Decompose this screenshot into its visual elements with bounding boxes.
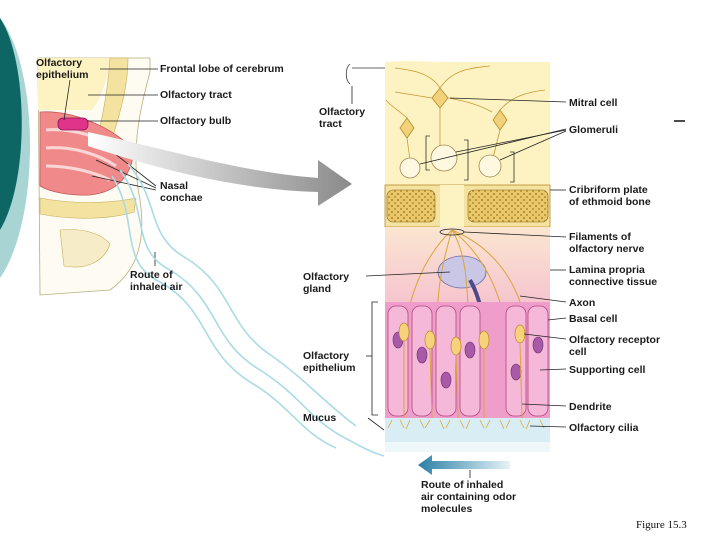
leader-conchae-2 (95, 159, 157, 189)
glomeruli-brackets (425, 135, 515, 183)
figure-caption: Figure 15.3 (636, 519, 687, 531)
cell-nuclei (392, 331, 544, 389)
leader-conchae-3 (91, 175, 157, 191)
mucus-layer (385, 418, 550, 442)
label-frontal-lobe: Frontal lobe of cerebrum (160, 63, 284, 75)
olfactory-bulb-shape (57, 117, 89, 131)
teal-bar-dark (0, 18, 22, 230)
head-section (37, 57, 158, 296)
air-band (385, 442, 550, 452)
label-mitral-cell: Mitral cell (569, 97, 618, 109)
label-receptor-cell: Olfactory receptor cell (569, 334, 661, 358)
conchae-fold-3 (45, 164, 111, 182)
jaw-bone (59, 229, 111, 268)
supporting-cells (387, 305, 549, 417)
label-olfactory-cilia: Olfactory cilia (569, 422, 639, 434)
label-olfactory-tract-top: Olfactory tract (160, 89, 232, 101)
dendrite-lines (403, 341, 523, 419)
receptor-cells (398, 322, 526, 356)
bulb-curve (385, 61, 450, 62)
conchae-fold-2 (45, 146, 117, 168)
label-route-inhaled-air: Route of inhaled air (130, 269, 183, 293)
label-olfactory-bulb: Olfactory bulb (160, 115, 232, 127)
label-supporting-cell: Supporting cell (569, 364, 646, 376)
mitral-cells (399, 87, 508, 139)
dendrite-branches (385, 65, 546, 163)
label-olfactory-epithelium-detail: Olfactory epithelium (303, 350, 356, 374)
glomerulus-3 (478, 154, 502, 178)
right-leaders (365, 97, 567, 431)
cribriform-bone-left (386, 189, 436, 223)
glomerulus-1 (399, 157, 421, 179)
brain-region (38, 58, 110, 110)
cilia (387, 419, 545, 430)
slide-decoration (0, 18, 685, 278)
magnification-arrow (88, 132, 352, 206)
label-filaments-nerve: Filaments of olfactory nerve (569, 231, 645, 255)
air-path (111, 163, 385, 457)
label-olfactory-epithelium-top: Olfactory epithelium (36, 57, 89, 81)
label-olfactory-tract-detail: Olfactory tract (319, 106, 366, 130)
detail-panel (345, 61, 567, 478)
epithelium-bracket (371, 301, 378, 416)
odor-route-arrow (418, 455, 510, 475)
leader-epithelium (63, 79, 71, 121)
label-olfactory-gland: Olfactory gland (303, 271, 350, 295)
label-nasal-conchae: Nasal conchae (160, 180, 203, 204)
label-glomeruli: Glomeruli (569, 124, 619, 136)
label-lamina-propria: Lamina propria connective tissue (569, 264, 658, 288)
label-mucus: Mucus (303, 412, 337, 424)
palate-bone (39, 197, 137, 219)
cribriform-bone-right (467, 189, 549, 223)
label-basal-cell: Basal cell (569, 313, 618, 325)
cribriform-foramen (440, 185, 464, 227)
label-cribriform-plate: Cribriform plate of ethmoid bone (569, 184, 651, 208)
tract-bracket (345, 63, 351, 85)
label-route-odor: Route of inhaled air containing odor mol… (421, 479, 517, 515)
label-axon: Axon (569, 297, 596, 309)
label-dendrite: Dendrite (569, 401, 612, 413)
